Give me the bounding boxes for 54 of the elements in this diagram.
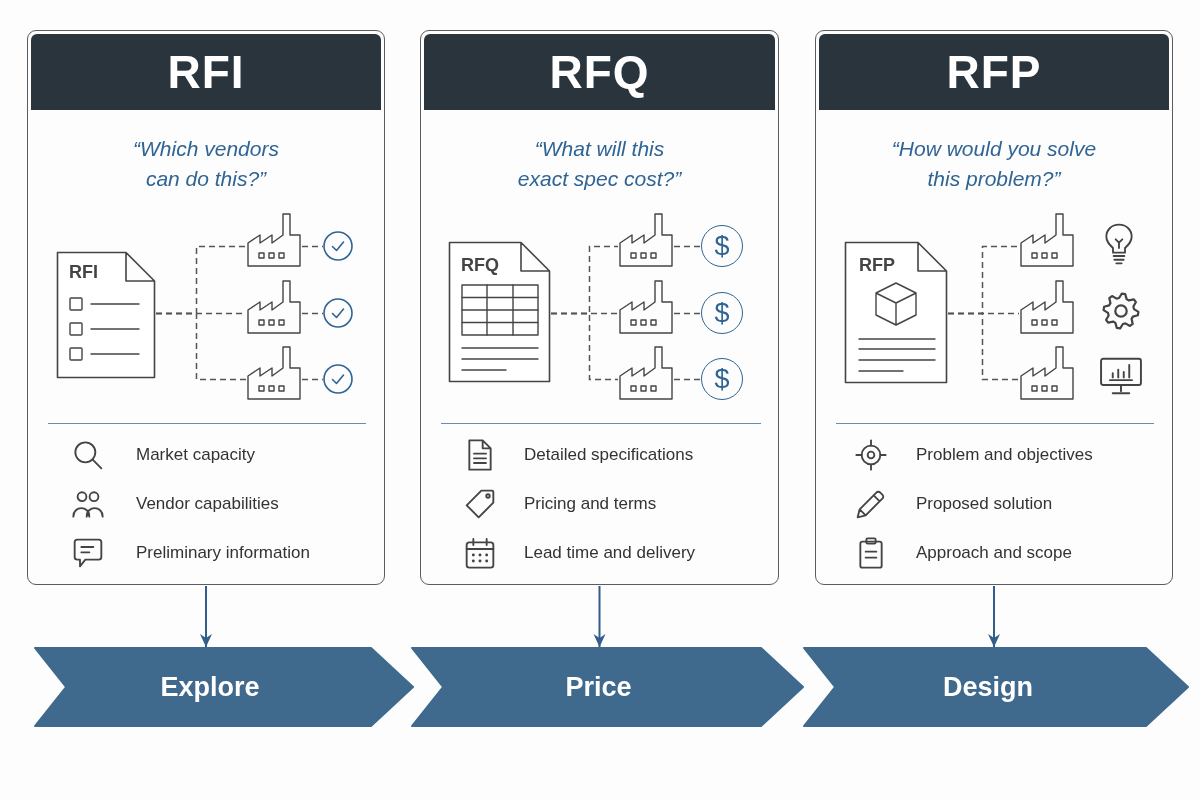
header-band: RFP	[819, 34, 1169, 110]
card-panel	[815, 30, 1173, 585]
document-shape	[448, 241, 551, 383]
document-title: RFQ	[461, 255, 499, 275]
list-item-text: Problem and objectives	[916, 444, 1093, 466]
list-item-text: Detailed specifications	[524, 444, 694, 466]
check-circle-icon	[323, 364, 353, 394]
factory-icon	[1019, 211, 1075, 267]
document-shape	[844, 241, 948, 384]
factory-icon	[246, 344, 302, 400]
list-item-text: Preliminary information	[136, 542, 310, 564]
factory-icon	[1019, 344, 1075, 400]
dollar-circle: $	[701, 292, 743, 334]
dashed-connector	[673, 312, 702, 315]
chevron-step: Price	[412, 648, 803, 726]
list-item-text: Proposed solution	[916, 493, 1053, 515]
arrow	[593, 585, 606, 648]
dashed-connector	[947, 312, 1020, 381]
dashed-connector	[301, 378, 324, 381]
factory-icon	[618, 278, 674, 334]
factory-icon	[246, 211, 302, 267]
dollar-circle: $	[701, 225, 743, 267]
header-band: RFQ	[424, 34, 775, 110]
card-panel	[420, 30, 779, 585]
question-text: “What will this exact spec cost?”	[516, 136, 683, 192]
document-title: RFI	[69, 262, 98, 282]
list-item-text: Pricing and terms	[524, 493, 657, 515]
document-title: RFP	[859, 255, 895, 275]
factory-icon	[1019, 278, 1075, 334]
header-band: RFI	[31, 34, 381, 110]
list-item-text: Market capacity	[136, 444, 256, 466]
check-circle-icon	[323, 298, 353, 328]
dashed-connector	[673, 245, 702, 248]
card-panel	[27, 30, 385, 585]
question-text: “How would you solve this problem?”	[890, 136, 1098, 192]
list-item-text: Approach and scope	[916, 542, 1072, 564]
list-item-text: Lead time and delivery	[524, 542, 696, 564]
dashed-connector	[301, 245, 324, 248]
list-item-text: Vendor capabilities	[136, 493, 279, 515]
check-circle-icon	[323, 231, 353, 261]
arrow	[200, 585, 212, 648]
dashed-connector	[673, 378, 702, 381]
chevron-step: Explore	[35, 648, 413, 726]
dashed-connector	[550, 312, 619, 381]
factory-icon	[618, 211, 674, 267]
dollar-circle: $	[701, 358, 743, 400]
factory-icon	[246, 278, 302, 334]
chevron-step: Design	[804, 648, 1188, 726]
dashed-connector	[155, 312, 247, 381]
factory-icon	[618, 344, 674, 400]
document-shape	[56, 251, 156, 379]
arrow	[988, 585, 1000, 648]
question-text: “Which vendors can do this?”	[132, 136, 280, 192]
dashed-connector	[301, 312, 324, 315]
